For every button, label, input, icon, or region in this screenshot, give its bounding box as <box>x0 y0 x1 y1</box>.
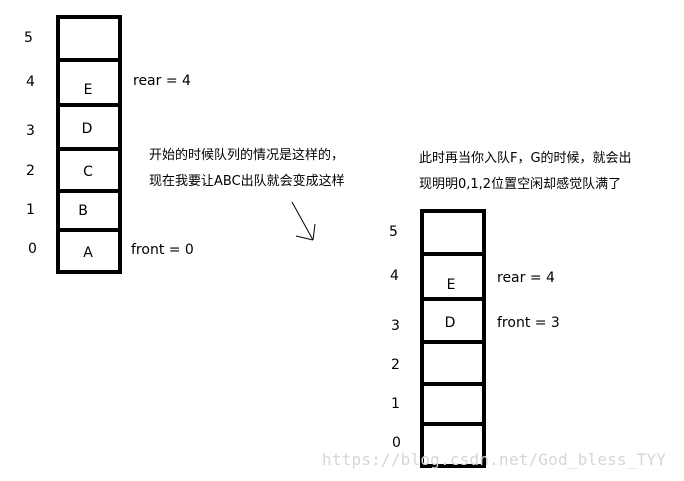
index-label: 1 <box>391 396 400 412</box>
queue-cell: A <box>83 245 93 261</box>
queue-cell: D <box>81 121 93 137</box>
front-pointer-label: front = 0 <box>131 242 194 258</box>
note-middle: 开始的时候队列的情况是这样的， 现在我要让ABC出队就会变成这样 <box>149 143 345 195</box>
queue-cell: B <box>78 203 88 219</box>
queue-cell: E <box>83 82 93 98</box>
front-pointer-label: front = 3 <box>497 315 560 331</box>
queue-before-frame <box>56 15 122 274</box>
note-line: 开始的时候队列的情况是这样的， <box>149 148 345 163</box>
index-label: 0 <box>28 241 37 257</box>
queue-after-frame <box>420 209 486 468</box>
index-label: 2 <box>26 163 35 179</box>
transition-arrow <box>291 201 316 241</box>
queue-cell: E <box>446 277 456 293</box>
note-line: 现在我要让ABC出队就会变成这样 <box>149 174 345 189</box>
index-label: 4 <box>26 74 35 90</box>
note-right: 此时再当你入队F，G的时候，就会出 现明明0,1,2位置空闲却感觉队满了 <box>419 146 632 198</box>
note-line: 现明明0,1,2位置空闲却感觉队满了 <box>419 177 622 192</box>
index-label: 3 <box>391 318 400 334</box>
rear-pointer-label: rear = 4 <box>497 270 555 286</box>
rear-pointer-label: rear = 4 <box>133 73 191 89</box>
index-label: 4 <box>390 268 399 284</box>
index-label: 5 <box>389 224 398 240</box>
index-label: 5 <box>24 30 33 46</box>
index-label: 3 <box>26 123 35 139</box>
index-label: 2 <box>391 357 400 373</box>
watermark: https://blog.csdn.net/God_bless_TYY <box>322 450 667 469</box>
index-label: 1 <box>26 202 35 218</box>
queue-cell: C <box>83 164 93 180</box>
note-line: 此时再当你入队F，G的时候，就会出 <box>419 151 632 166</box>
index-label: 0 <box>392 435 401 451</box>
queue-cell: D <box>444 315 456 331</box>
